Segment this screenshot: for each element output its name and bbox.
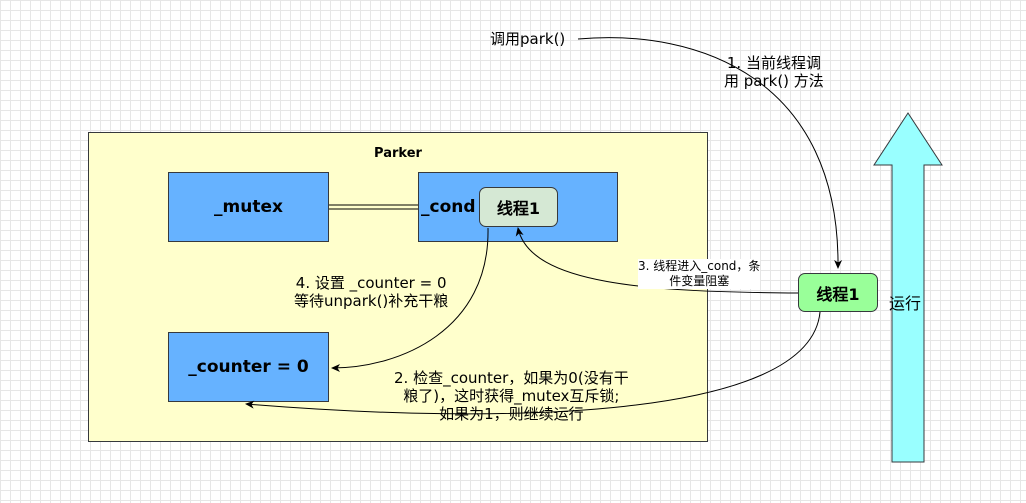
step2-label: 2. 检查_counter，如果为0(没有干 粮了)，这时获得_mutex互斥锁… — [394, 369, 629, 423]
step2-line1: 2. 检查_counter，如果为0(没有干 — [394, 369, 629, 387]
edge-set-counter — [331, 227, 489, 372]
cond-label: _cond — [421, 197, 476, 217]
running-arrow — [873, 112, 943, 463]
mutex-box[interactable]: _mutex — [168, 172, 329, 242]
counter-label: _counter = 0 — [188, 357, 309, 377]
mutex-label: _mutex — [214, 197, 283, 217]
step1-line1: 1. 当前线程调 — [726, 54, 821, 72]
thread-in-cond-node[interactable]: 线程1 — [479, 187, 558, 227]
step3-line1: 3. 线程进入_cond，条 — [638, 259, 761, 273]
step1-line2: 用 park() 方法 — [724, 72, 824, 90]
step3-line2: 件变量阻塞 — [669, 274, 730, 288]
step3-label: 3. 线程进入_cond，条 件变量阻塞 — [638, 259, 761, 289]
mutex-cond-link — [329, 204, 418, 210]
thread-running-node[interactable]: 线程1 — [798, 273, 878, 312]
step4-label: 4. 设置 _counter = 0 等待unpark()补充干粮 — [294, 274, 448, 310]
step2-line3: 如果为1，则继续运行 — [439, 405, 584, 423]
thread-running-label: 线程1 — [816, 284, 860, 304]
step2-line2: 粮了)，这时获得_mutex互斥锁; — [403, 387, 620, 405]
step4-line2: 等待unpark()补充干粮 — [294, 292, 449, 310]
call-park-label: 调用park() — [490, 30, 566, 48]
step1-label: 1. 当前线程调 用 park() 方法 — [724, 54, 824, 90]
step4-line1: 4. 设置 _counter = 0 — [295, 274, 447, 292]
edge-check-counter — [245, 311, 821, 415]
running-label: 运行 — [889, 294, 922, 313]
thread-in-cond-label: 线程1 — [496, 199, 541, 218]
parker-title: Parker — [374, 146, 422, 161]
edge-call-park — [577, 37, 843, 269]
edge-enter-cond — [515, 227, 799, 294]
